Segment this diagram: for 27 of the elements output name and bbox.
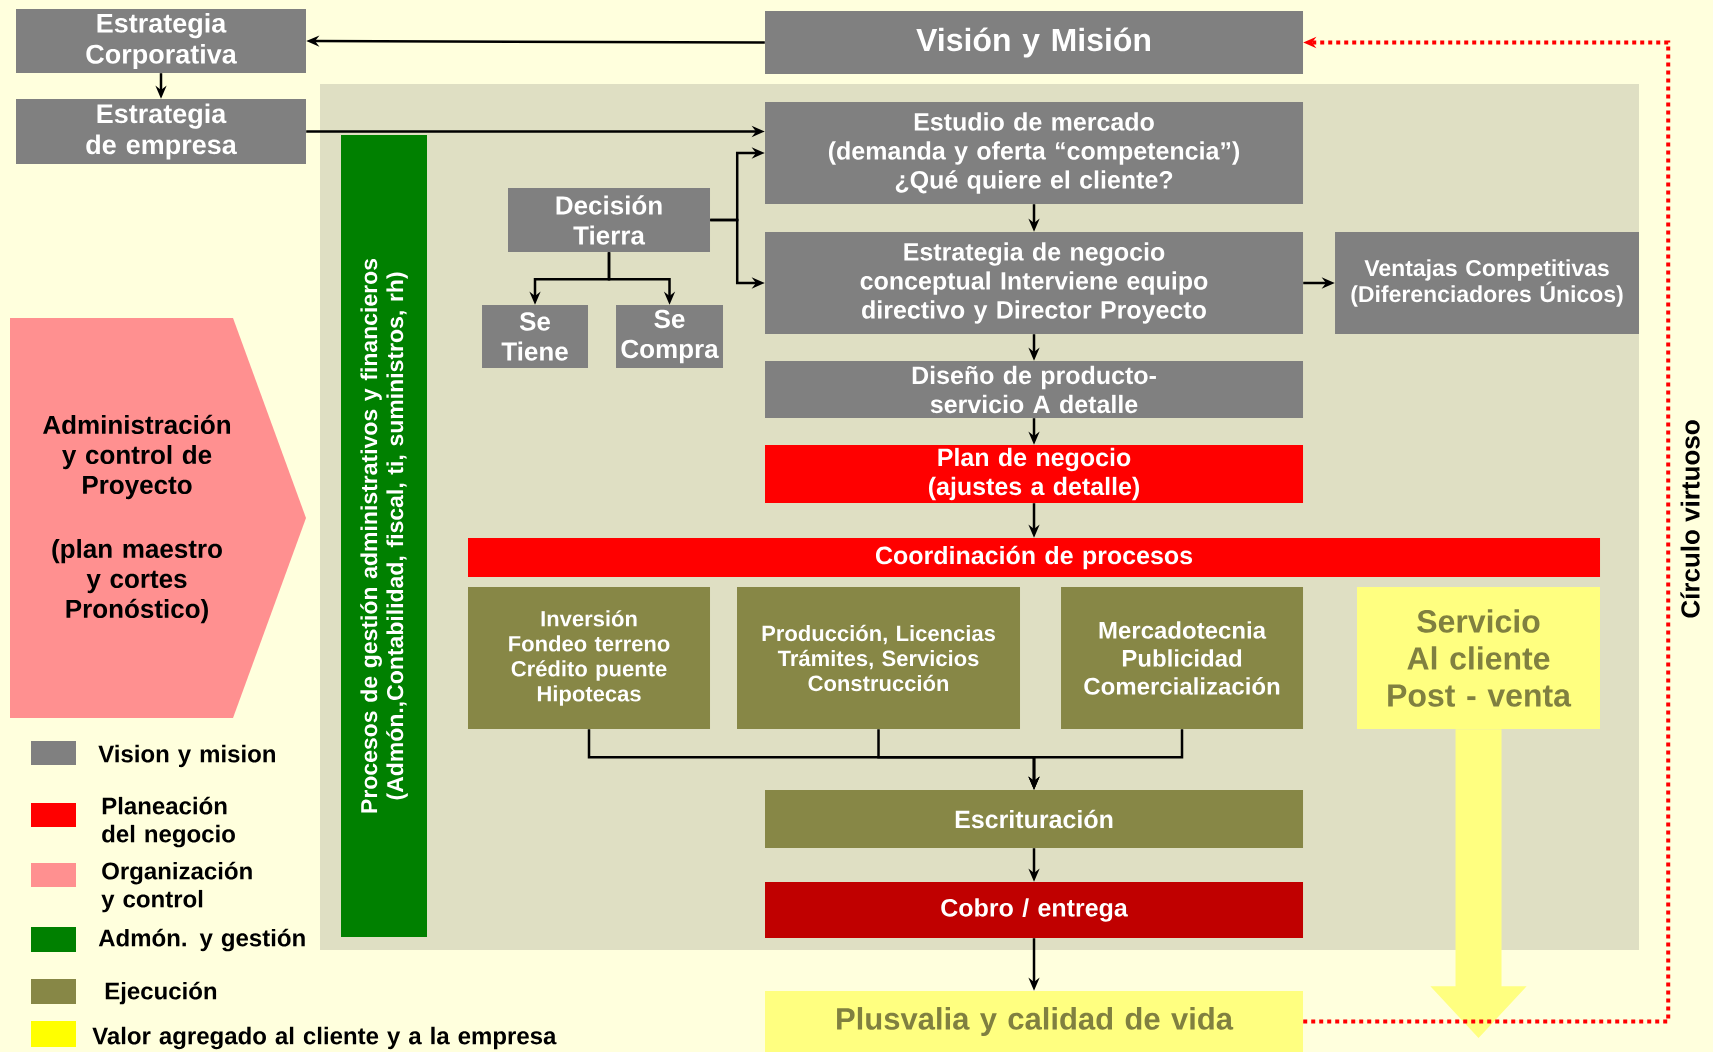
process-box: Decisión Tierra bbox=[508, 188, 710, 252]
process-box: Servicio Al cliente Post - venta bbox=[1357, 587, 1600, 729]
process-box: Cobro / entrega bbox=[765, 882, 1303, 938]
legend-label: Admón. y gestión bbox=[98, 928, 305, 952]
process-box: Visión y Misión bbox=[765, 11, 1303, 74]
process-box: Inversión Fondeo terreno Crédito puente Hipotecas bbox=[468, 587, 710, 729]
process-box: Ventajas Competitivas (Diferenciadores Únicos) bbox=[1335, 232, 1639, 334]
legend-label: Ejecución bbox=[105, 981, 217, 1005]
process-box: Diseño de producto- servicio A detalle bbox=[765, 361, 1303, 418]
process-box: Plan de negocio (ajustes a detalle) bbox=[765, 445, 1303, 503]
legend-label: Planeación del negocio bbox=[102, 796, 235, 848]
process-box: Estudio de mercado (demanda y oferta “competencia”) ¿Qué quiere el cliente? bbox=[765, 102, 1303, 204]
process-box: Producción, Licencias Trámites, Servicios Construcción bbox=[737, 587, 1020, 729]
legend-label: Vision y mision bbox=[98, 744, 275, 768]
process-box: Escrituración bbox=[765, 790, 1303, 848]
process-box: Plusvalia y calidad de vida bbox=[765, 991, 1303, 1052]
legend-label: Valor agregado al cliente y a la empresa bbox=[92, 1026, 557, 1050]
process-box: Estrategia Corporativa bbox=[16, 9, 306, 73]
process-box: Mercadotecnia Publicidad Comercialización bbox=[1061, 587, 1303, 729]
process-box: Se Tiene bbox=[482, 305, 588, 368]
process-box: Estrategia de negocio conceptual Interviene equipo directivo y Director Proyecto bbox=[765, 232, 1303, 334]
edge-label: Círculo virtuoso bbox=[1679, 418, 1701, 620]
process-box: Se Compra bbox=[616, 305, 723, 368]
legend-label: Organización y control bbox=[101, 861, 252, 913]
process-bar: Coordinación de procesos bbox=[468, 538, 1600, 577]
vertical-bar: Procesos de gestión administrativos y financieros (Admón.,Contabilidad, fiscal, ti, suministros, rh) bbox=[341, 135, 427, 937]
process-box: Estrategia de empresa bbox=[16, 99, 306, 164]
